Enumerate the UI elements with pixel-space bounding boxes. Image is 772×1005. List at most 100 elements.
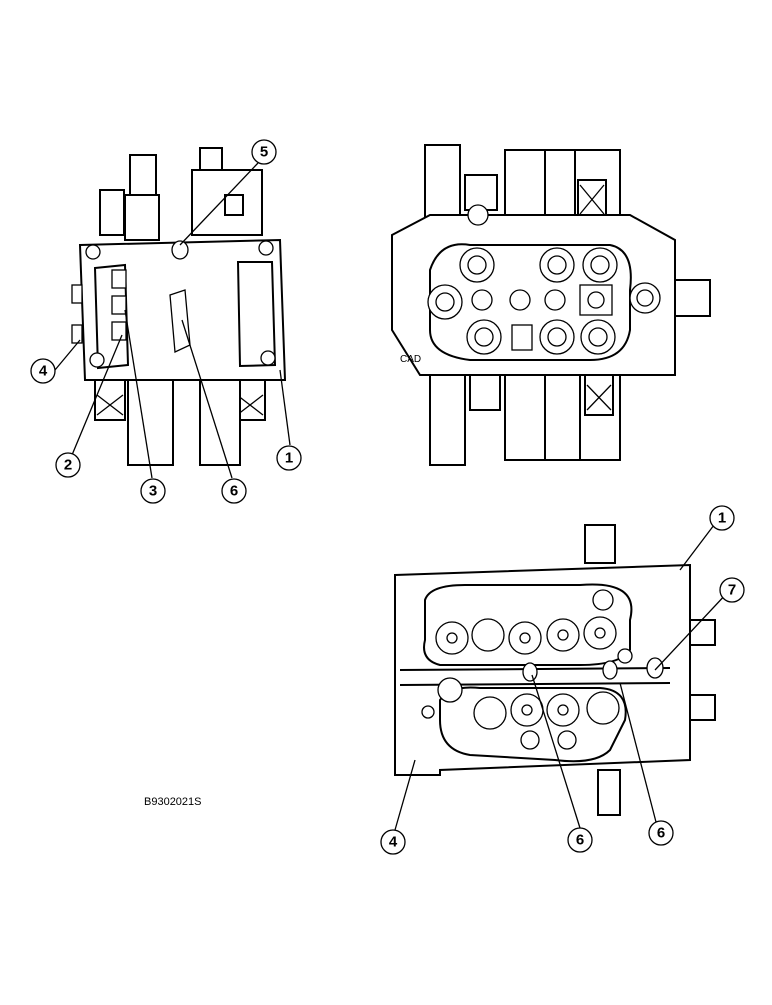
- callout-3: 3: [140, 478, 166, 504]
- callout-2-label: 2: [64, 457, 72, 474]
- leader-b4: [394, 759, 416, 831]
- left-solenoid: [99, 189, 125, 236]
- leader-2: [71, 334, 123, 456]
- section-view-callouts: 1 7 4 6 6: [380, 505, 745, 855]
- port-6: [509, 289, 531, 311]
- port-a: [111, 269, 127, 289]
- port-rect: [511, 324, 533, 351]
- port-c: [111, 321, 127, 341]
- left-actuator-body: [124, 194, 160, 241]
- bolt-br: [260, 350, 276, 366]
- callout-b6a: 6: [567, 827, 593, 853]
- port-b: [111, 295, 127, 315]
- callout-5-label: 5: [260, 144, 268, 161]
- port-7: [544, 289, 566, 311]
- callout-b7-label: 7: [728, 582, 736, 599]
- callout-4: 4: [30, 358, 56, 384]
- spool-nut: [617, 648, 633, 664]
- left-section-outline: [93, 263, 130, 370]
- left-actuator-top: [129, 154, 157, 201]
- bottom-spool-2: [504, 374, 546, 461]
- leader-b1: [679, 524, 715, 571]
- callout-b1: 1: [709, 505, 735, 531]
- solenoid-x2: [96, 394, 124, 416]
- bottom-left-spool: [127, 379, 174, 466]
- top-housing-2: [504, 149, 546, 221]
- bottom-left-solenoid: [94, 379, 126, 421]
- section-bottom-stub: [597, 769, 621, 816]
- lower-chamber: [439, 686, 627, 763]
- leader-6: [181, 319, 233, 479]
- section-side-fitting-1: [689, 619, 716, 646]
- callout-5: 5: [251, 139, 277, 165]
- bolt-bl: [89, 352, 105, 368]
- section-main-body: [394, 563, 691, 776]
- right-actuator-port: [224, 194, 244, 216]
- lower-nut-1: [437, 677, 463, 703]
- leader-5: [179, 162, 259, 246]
- bottom-solenoid: [584, 374, 614, 416]
- port-5: [471, 289, 493, 311]
- top-housing-1: [424, 144, 461, 221]
- side-fitting-bottom: [71, 324, 83, 344]
- bottom-right-spool: [199, 379, 241, 466]
- callout-1: 1: [276, 445, 302, 471]
- top-nut: [467, 204, 489, 226]
- section-view-leaders: [394, 524, 729, 831]
- section-top-fitting: [584, 524, 616, 564]
- bottom-spool-3: [544, 374, 581, 461]
- lower-nut-4: [557, 730, 577, 750]
- bottom-spool-1: [429, 374, 466, 466]
- lower-plug-4: [586, 691, 620, 725]
- callout-b6a-label: 6: [576, 832, 584, 849]
- callout-6-label: 6: [230, 483, 238, 500]
- upper-plug-2: [471, 618, 505, 652]
- section-side-fitting-2: [689, 694, 716, 721]
- top-housing-3: [544, 149, 576, 221]
- body-stamp: CAD: [400, 354, 421, 365]
- callout-b4: 4: [380, 829, 406, 855]
- spool-check-3: [646, 657, 664, 679]
- callout-b6b-label: 6: [657, 825, 665, 842]
- side-view-valve: [71, 147, 287, 466]
- leader-3: [124, 309, 153, 479]
- lower-plug-1: [473, 696, 507, 730]
- callout-2: 2: [55, 452, 81, 478]
- spool-check-1: [522, 662, 538, 682]
- front-view-valve: CAD: [391, 144, 711, 466]
- callout-b1-label: 1: [718, 510, 726, 527]
- side-fitting-top: [71, 284, 83, 304]
- center-plug: [171, 240, 189, 260]
- lower-nut-2: [421, 705, 435, 719]
- leader-b7: [654, 591, 729, 671]
- side-view-leaders: [54, 162, 291, 479]
- side-view-callouts: 5 4 2 3 6 1: [30, 139, 302, 504]
- bottom-spool-cap: [469, 374, 501, 411]
- section-view-valve: [394, 524, 716, 816]
- callout-3-label: 3: [149, 483, 157, 500]
- spool-check-2: [602, 660, 618, 680]
- leader-4: [54, 339, 81, 371]
- solenoid-x4: [236, 394, 264, 416]
- reference-code: B9302021S: [144, 796, 202, 808]
- side-output-fitting: [674, 279, 711, 317]
- top-fitting: [464, 174, 498, 211]
- callout-b7: 7: [719, 577, 745, 603]
- lower-nut-3: [520, 730, 540, 750]
- leader-b6b: [619, 682, 657, 823]
- right-section-outline: [236, 261, 277, 368]
- callout-6: 6: [221, 478, 247, 504]
- bolt-tl: [85, 244, 101, 260]
- front-inner-plate: [429, 243, 632, 361]
- callout-b4-label: 4: [389, 834, 398, 851]
- callout-b6b: 6: [648, 820, 674, 846]
- upper-chamber: [423, 583, 633, 666]
- leader-b6a: [531, 674, 581, 829]
- callout-1-label: 1: [285, 450, 293, 467]
- leader-1: [279, 369, 291, 446]
- callout-4-label: 4: [39, 363, 48, 380]
- upper-nut: [592, 589, 614, 611]
- bolt-tr: [258, 240, 274, 256]
